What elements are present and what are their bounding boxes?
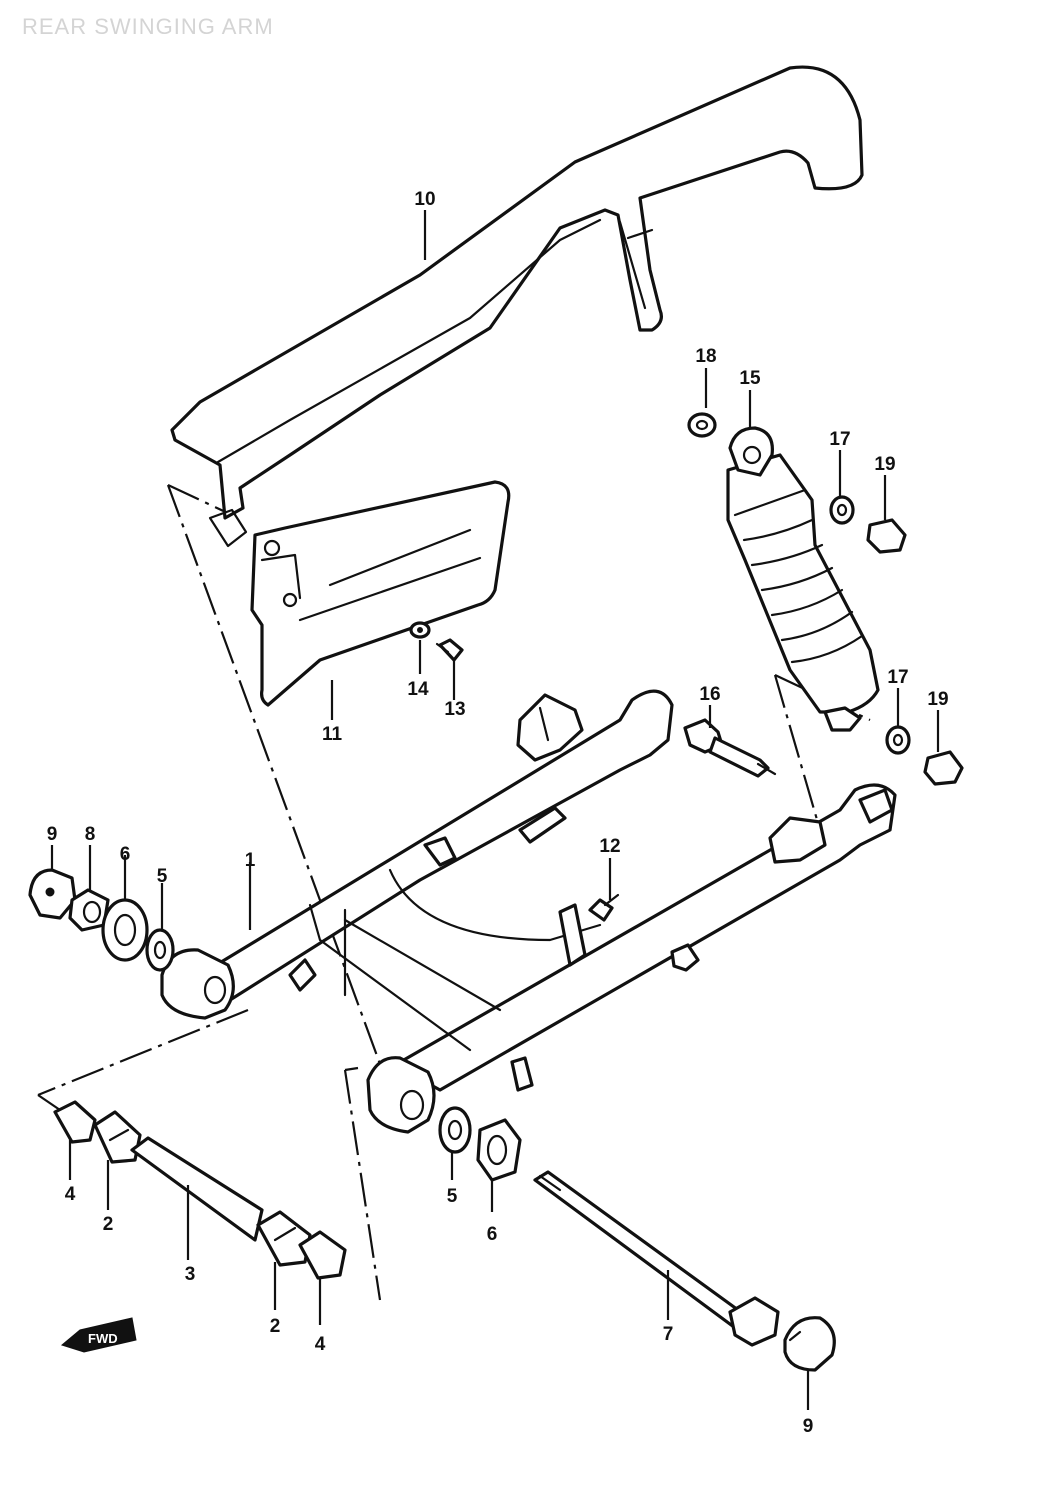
callout-5-lower: 5 [447,1186,458,1207]
callout-14: 14 [407,679,429,700]
callout-18: 18 [695,346,716,367]
washer-17-upper [829,495,855,525]
callout-10: 10 [414,189,435,210]
leader-lines [50,210,940,1410]
cap-nut-19-upper [866,518,907,554]
needle-bearing-2-right [256,1210,312,1267]
callout-6-upper: 6 [120,844,131,865]
washer-5-upper [145,928,175,972]
fwd-direction-marker: FWD [60,1317,137,1353]
washer-14 [409,621,431,639]
shock-bolt-16 [683,718,777,778]
pivot-sleeve-3 [130,1136,264,1242]
page-title: REAR SWINGING ARM [22,14,274,39]
callout-9-upper: 9 [47,824,58,845]
callout-8: 8 [85,824,96,845]
callout-5-upper: 5 [157,866,168,887]
spacer-4-right [298,1230,347,1280]
chain-case [170,65,864,548]
fwd-label: FWD [88,1331,118,1346]
washer-17-lower [885,725,911,755]
dust-seal-6-lower [476,1118,522,1182]
bolt-12 [588,893,620,922]
rear-shock-absorber [726,426,880,732]
spacer-4-left [53,1100,97,1144]
callout-13: 13 [444,699,465,720]
callout-3: 3 [185,1264,196,1285]
callout-4-right: 4 [315,1334,326,1355]
cap-9-upper [28,868,77,920]
pivot-shaft-7 [533,1170,780,1347]
swing-arm [160,689,897,1134]
callout-labels: 10 18 15 17 19 14 13 11 16 17 19 9 8 6 5… [47,189,949,1437]
dust-seal-6-upper [101,898,149,962]
callout-2-left: 2 [103,1214,114,1235]
callout-9-lower: 9 [803,1416,814,1437]
callout-7: 7 [663,1324,674,1345]
callout-4-left: 4 [65,1184,76,1205]
callout-6-lower: 6 [487,1224,498,1245]
callout-1: 1 [245,850,256,871]
callout-15: 15 [739,368,761,389]
callout-16: 16 [699,684,720,705]
chain-guard [250,480,511,707]
bolt-13 [435,638,464,662]
callout-2-right: 2 [270,1316,281,1337]
callout-12: 12 [599,836,620,857]
washer-5-lower [438,1106,472,1154]
cap-nut-19-lower [923,750,964,786]
needle-bearing-2-left [93,1110,142,1164]
callout-11: 11 [322,724,343,745]
callout-19-lower: 19 [927,689,948,710]
washer-18 [687,412,717,438]
callout-19-upper: 19 [874,454,895,475]
callout-17-upper: 17 [829,429,850,450]
cap-9-lower [783,1316,836,1372]
callout-17-lower: 17 [887,667,908,688]
